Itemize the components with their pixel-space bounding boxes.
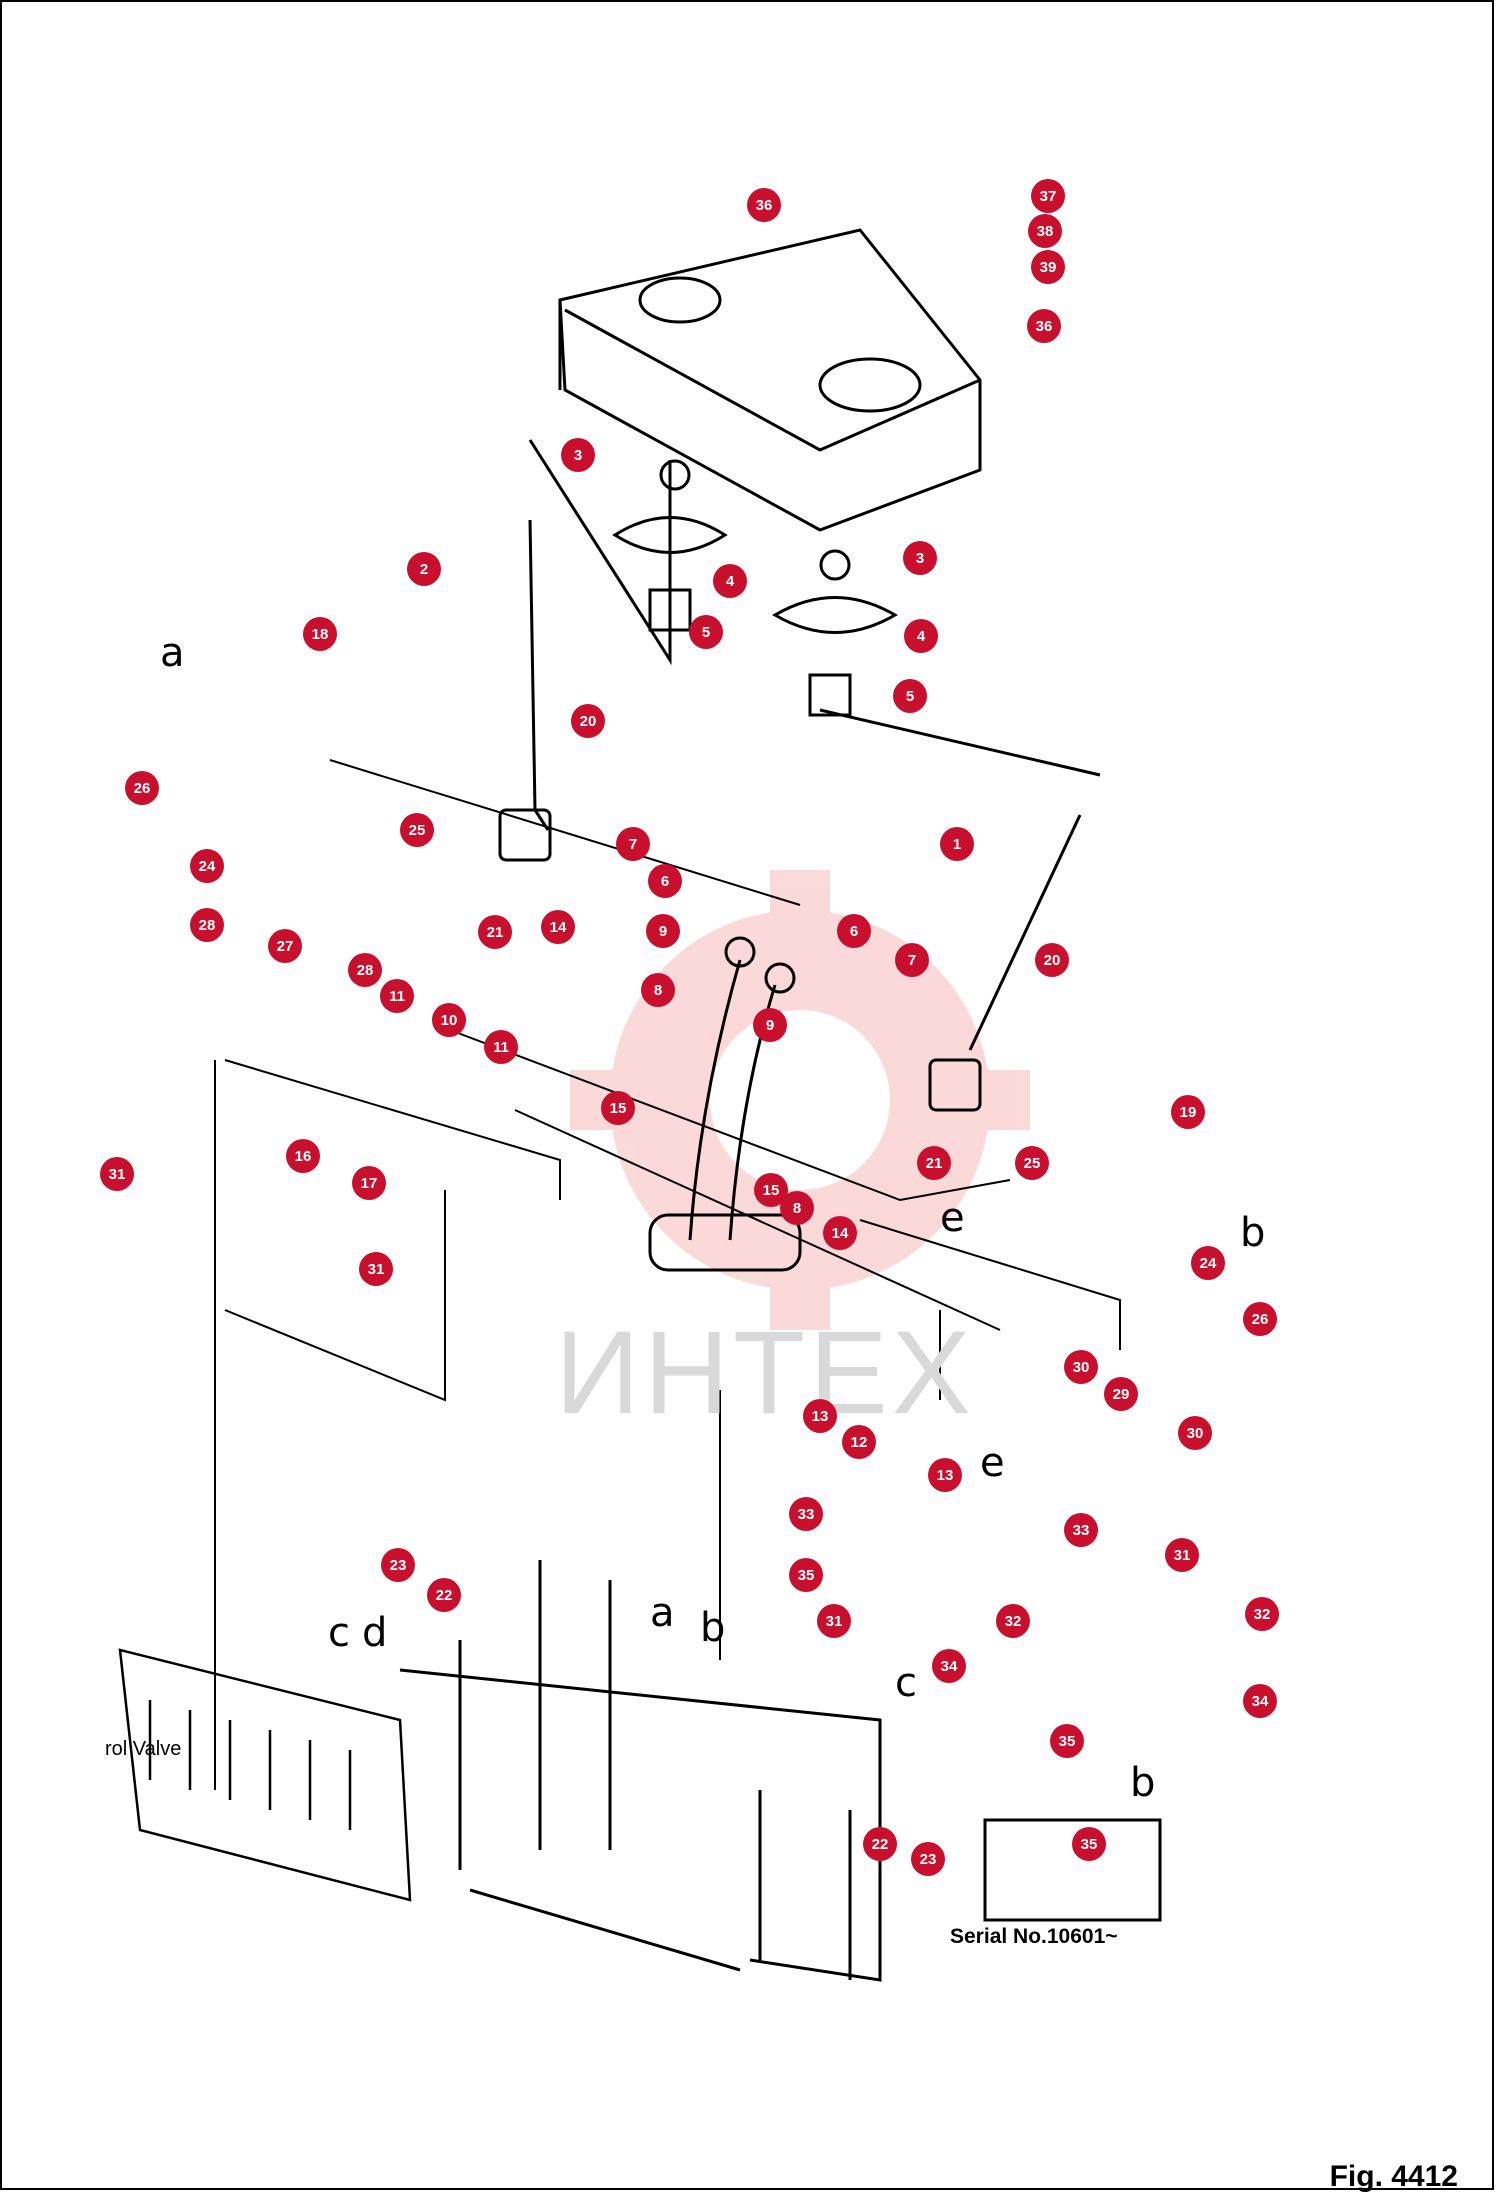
part-callout[interactable]: 38 (1028, 214, 1062, 248)
part-callout[interactable]: 35 (1072, 1827, 1106, 1861)
part-callout[interactable]: 8 (641, 973, 675, 1007)
flow-letter: c (895, 1660, 917, 1706)
part-callout[interactable]: 23 (911, 1842, 945, 1876)
part-callout[interactable]: 13 (928, 1458, 962, 1492)
linkage-lines (214, 759, 1121, 1790)
part-callout[interactable]: 35 (789, 1558, 823, 1592)
flow-letter: d (362, 1610, 388, 1656)
part-callout[interactable]: 27 (268, 929, 302, 963)
part-callout[interactable]: 5 (893, 679, 927, 713)
part-callout[interactable]: 13 (803, 1399, 837, 1433)
part-callout[interactable]: 22 (863, 1827, 897, 1861)
part-callout[interactable]: 12 (842, 1425, 876, 1459)
part-callout[interactable]: 39 (1031, 250, 1065, 284)
flow-letter: a (650, 1590, 675, 1636)
part-callout[interactable]: 31 (100, 1157, 134, 1191)
flow-letter: e (980, 1440, 1005, 1486)
part-callout[interactable]: 21 (478, 915, 512, 949)
part-callout[interactable]: 24 (1191, 1246, 1225, 1280)
part-callout[interactable]: 2 (407, 552, 441, 586)
flow-letter: b (1240, 1210, 1266, 1256)
part-callout[interactable]: 29 (1104, 1377, 1138, 1411)
figure-label: Fig. 4412 (1329, 2160, 1458, 2193)
part-callout[interactable]: 16 (286, 1139, 320, 1173)
part-callout[interactable]: 1 (940, 827, 974, 861)
part-callout[interactable]: 34 (932, 1649, 966, 1683)
part-callout[interactable]: 30 (1178, 1416, 1212, 1450)
part-callout[interactable]: 31 (1165, 1538, 1199, 1572)
serial-plate (983, 1818, 1162, 1922)
control-valve-label: rol Valve (105, 1738, 182, 1760)
watermark-text: ИНТЕХ (555, 1307, 975, 1439)
part-callout[interactable]: 14 (823, 1216, 857, 1250)
part-callout[interactable]: 8 (780, 1191, 814, 1225)
part-callout[interactable]: 33 (789, 1497, 823, 1531)
flow-letter: e (940, 1195, 965, 1241)
part-callout[interactable]: 3 (561, 438, 595, 472)
control-console (558, 228, 982, 532)
part-callout[interactable]: 11 (380, 979, 414, 1013)
part-callout[interactable]: 26 (1243, 1302, 1277, 1336)
part-callout[interactable]: 37 (1031, 179, 1065, 213)
part-callout[interactable]: 26 (125, 771, 159, 805)
part-callout[interactable]: 3 (903, 541, 937, 575)
part-callout[interactable]: 28 (348, 953, 382, 987)
lever-stand (399, 1560, 882, 1982)
part-callout[interactable]: 19 (1171, 1095, 1205, 1129)
part-callout[interactable]: 14 (541, 910, 575, 944)
part-callout[interactable]: 17 (352, 1166, 386, 1200)
part-callout[interactable]: 36 (747, 188, 781, 222)
part-callout[interactable]: 15 (601, 1091, 635, 1125)
levers (498, 439, 1101, 1112)
part-callout[interactable]: 21 (917, 1146, 951, 1180)
part-callout[interactable]: 9 (753, 1008, 787, 1042)
watermark-gear (570, 870, 1030, 1330)
part-callout[interactable]: 32 (996, 1604, 1030, 1638)
part-callout[interactable]: 7 (895, 943, 929, 977)
part-callout[interactable]: 4 (713, 564, 747, 598)
flow-letter: b (1130, 1760, 1156, 1806)
part-callout[interactable]: 18 (303, 617, 337, 651)
flow-letter: c (328, 1610, 350, 1656)
part-callout[interactable]: 9 (646, 914, 680, 948)
flow-letter: a (160, 630, 185, 676)
boots (612, 459, 898, 717)
part-callout[interactable]: 33 (1064, 1513, 1098, 1547)
part-callout[interactable]: 25 (400, 813, 434, 847)
part-callout[interactable]: 22 (427, 1578, 461, 1612)
part-callout[interactable]: 7 (616, 827, 650, 861)
part-callout[interactable]: 24 (190, 849, 224, 883)
part-callout[interactable]: 23 (381, 1548, 415, 1582)
part-callout[interactable]: 31 (817, 1604, 851, 1638)
part-callout[interactable]: 30 (1064, 1350, 1098, 1384)
part-callout[interactable]: 20 (1035, 943, 1069, 977)
part-callout[interactable]: 6 (837, 914, 871, 948)
part-callout[interactable]: 32 (1245, 1597, 1279, 1631)
part-callout[interactable]: 5 (689, 615, 723, 649)
serial-number-note: Serial No.10601~ (950, 1925, 1118, 1948)
part-callout[interactable]: 35 (1050, 1724, 1084, 1758)
part-callout[interactable]: 11 (484, 1030, 518, 1064)
flow-letter: b (700, 1605, 726, 1651)
control-valve (118, 1648, 412, 1902)
part-callout[interactable]: 34 (1243, 1684, 1277, 1718)
part-callout[interactable]: 10 (432, 1003, 466, 1037)
part-callout[interactable]: 31 (359, 1252, 393, 1286)
part-callout[interactable]: 25 (1015, 1146, 1049, 1180)
part-callout[interactable]: 28 (190, 908, 224, 942)
part-callout[interactable]: 36 (1027, 309, 1061, 343)
part-callout[interactable]: 4 (904, 619, 938, 653)
part-callout[interactable]: 6 (648, 864, 682, 898)
part-callout[interactable]: 20 (571, 704, 605, 738)
